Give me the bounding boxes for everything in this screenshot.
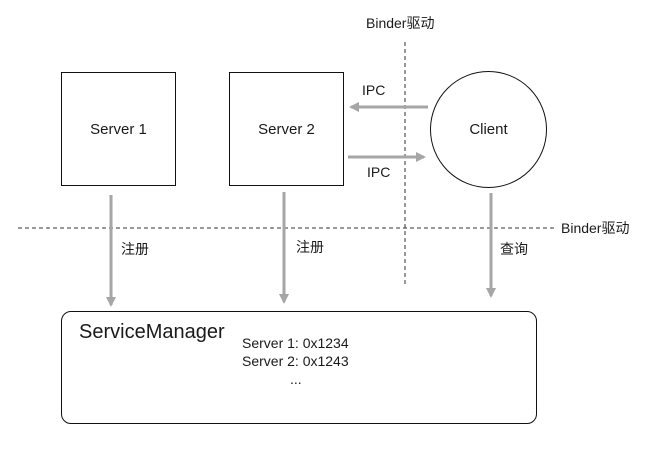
register-label-server2: 注册	[296, 239, 324, 255]
ipc-request-label: IPC	[362, 82, 386, 98]
register-label-server1: 注册	[121, 241, 149, 257]
ipc-reply-label: IPC	[367, 164, 391, 180]
client-label: Client	[469, 121, 508, 138]
query-label: 查询	[500, 241, 528, 257]
service-manager-box: ServiceManager Server 1: 0x1234 Server 2…	[61, 311, 537, 424]
server2-label: Server 2	[258, 120, 315, 138]
service-manager-title: ServiceManager	[79, 321, 225, 343]
client-node: Client	[430, 71, 547, 188]
server1-node: Server 1	[61, 72, 176, 186]
service-entry-server2: Server 2: 0x1243	[242, 353, 349, 369]
server1-label: Server 1	[90, 120, 147, 138]
binder-driver-label-right: Binder驱动	[561, 220, 630, 236]
service-entry-ellipsis: ...	[290, 371, 302, 387]
service-entry-server1: Server 1: 0x1234	[242, 335, 349, 351]
server2-node: Server 2	[229, 72, 344, 186]
binder-driver-label-top: Binder驱动	[366, 15, 435, 31]
